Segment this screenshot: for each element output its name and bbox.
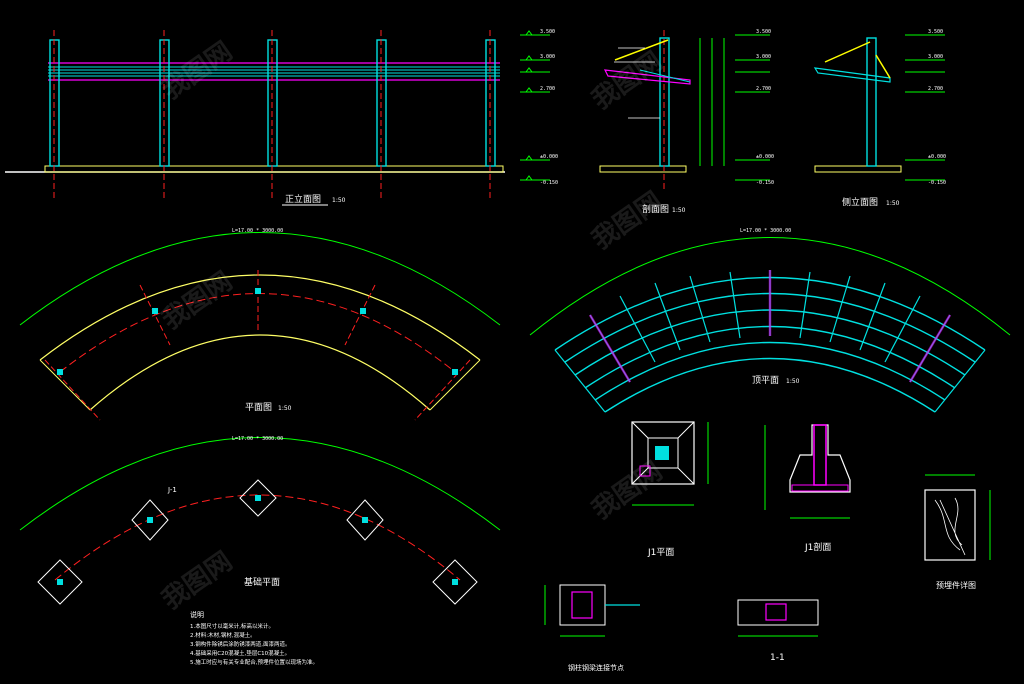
footing-tag: J-1 <box>167 486 177 494</box>
roof-plan-scale: 1:50 <box>786 378 800 385</box>
embedded-detail-title: 预埋件详图 <box>936 580 976 590</box>
footing-j1-section: J1剖面 <box>764 424 851 553</box>
plan-title: 平面图 <box>245 402 272 413</box>
notes-line-5: 5.施工时应与有关专业配合,预埋件位置以现场为准。 <box>190 658 318 666</box>
side-elevation-scale: 1:50 <box>886 200 900 207</box>
front-elevation-scale: 1:50 <box>332 197 346 204</box>
elev-mark-4: ±0.000 <box>540 154 558 160</box>
side-elev-1: 3.500 <box>928 29 943 35</box>
footing-section-title: J1剖面 <box>804 541 831 553</box>
section-elev-3: 2.700 <box>756 86 771 92</box>
side-elev-4: ±0.000 <box>928 154 946 160</box>
roof-plan-title: 顶平面 <box>752 375 779 386</box>
embedded-detail: 预埋件详图 <box>924 474 991 590</box>
foundation-plan-view: L=17.00 * 3000.00 J-1 基础平面 <box>19 436 501 605</box>
watermark-6: 我图网 <box>587 456 668 525</box>
watermark-layer: 我图网 我图网 我图网 我图网 我图网 我图网 <box>157 36 668 615</box>
notes-line-3: 3.钢构件除锈后涂防锈漆两道,面漆两道。 <box>190 640 291 648</box>
side-elev-2: 3.000 <box>928 54 943 60</box>
notes-line-1: 1.本图尺寸以毫米计,标高以米计。 <box>190 622 274 630</box>
beam-column-detail: 钢柱钢梁连接节点 <box>544 584 640 672</box>
notes-line-2: 2.材料:木材,钢材,混凝土。 <box>190 631 256 639</box>
footing-j1-plan: J1平面 <box>631 421 709 558</box>
general-notes: 说明 1.本图尺寸以毫米计,标高以米计。 2.材料:木材,钢材,混凝土。 3.钢… <box>190 610 318 666</box>
section-elev-4: ±0.000 <box>756 154 774 160</box>
section-elev-5: -0.150 <box>756 180 774 186</box>
plan-view: L=17.00 * 3000.00 平面图 1:50 <box>19 228 501 421</box>
section-elev-1: 3.500 <box>756 29 771 35</box>
watermark-5: 我图网 <box>157 546 238 615</box>
elev-mark-1: 3.500 <box>540 29 555 35</box>
front-elevation-view: 3.500 3.000 2.700 ±0.000 -0.150 正立面图 1:5… <box>5 29 558 206</box>
plan-scale: 1:50 <box>278 405 292 412</box>
watermark-4: 我图网 <box>587 186 668 255</box>
elev-mark-5: -0.150 <box>540 180 558 186</box>
front-elevation-title: 正立面图 <box>285 193 321 205</box>
elev-mark-2: 3.000 <box>540 54 555 60</box>
section-scale: 1:50 <box>672 207 686 214</box>
roof-plan-view: L=17.00 * 3000.00 顶平面 1:50 <box>529 228 1011 413</box>
foundation-arc-label: L=17.00 * 3000.00 <box>232 436 283 442</box>
watermark-3: 我图网 <box>157 266 238 335</box>
side-elevation-title: 侧立面图 <box>842 196 878 208</box>
notes-line-4: 4.基础采用C20混凝土,垫层C10混凝土。 <box>190 649 290 657</box>
side-elevation-view: 3.500 3.000 2.700 ±0.000 -0.150 侧立面图 1:5… <box>813 29 946 208</box>
side-elev-5: -0.150 <box>928 180 946 186</box>
footing-plan-title: J1平面 <box>647 547 674 558</box>
plan-arc-label: L=17.00 * 3000.00 <box>232 228 283 234</box>
section-1-1-title: 1-1 <box>770 653 785 663</box>
section-1-1-detail: 1-1 <box>737 599 819 663</box>
section-title: 剖面图 <box>642 203 669 215</box>
elevation-marks-front <box>520 30 550 181</box>
notes-title: 说明 <box>190 610 204 619</box>
roof-arc-label: L=17.00 * 3000.00 <box>740 228 791 234</box>
section-view: 3.500 3.000 2.700 ±0.000 -0.150 剖面图 1:50 <box>599 29 774 215</box>
foundation-plan-title: 基础平面 <box>244 576 280 588</box>
beam-column-title: 钢柱钢梁连接节点 <box>568 663 624 672</box>
side-elev-3: 2.700 <box>928 86 943 92</box>
section-elev-2: 3.000 <box>756 54 771 60</box>
elev-mark-3: 2.700 <box>540 86 555 92</box>
